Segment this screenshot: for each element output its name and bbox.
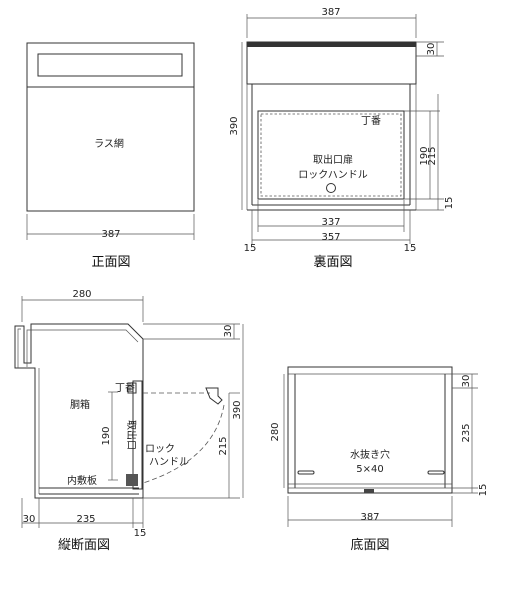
section-lid-inner (17, 328, 21, 368)
back-inner-w-dim: 337 (321, 217, 340, 228)
back-top-dim: 387 (321, 7, 340, 18)
section-width-dim: 235 (76, 514, 95, 525)
section-handle-label-2: ハンドル (149, 457, 189, 468)
section-top-inner (26, 329, 139, 367)
section-lock-handle-icon (126, 474, 138, 486)
bottom-width-dim: 387 (360, 512, 379, 523)
section-top-dim: 30 (223, 325, 234, 338)
section-height-dim: 390 (232, 400, 243, 419)
bottom-caption: 底面図 (350, 537, 389, 553)
mail-slot (37, 53, 183, 77)
section-handle-label-1: ロック (145, 443, 175, 455)
mesh-label: ラス網 (94, 137, 124, 150)
back-lid-edge (247, 42, 416, 47)
back-top-height-dim: 30 (426, 43, 437, 56)
back-door-inner (260, 113, 402, 197)
back-outer-w-dim: 357 (321, 232, 340, 243)
section-door-label: 取出口 (125, 420, 138, 450)
back-caption: 裏面図 (313, 255, 352, 270)
drain-hole-left-icon (297, 470, 315, 475)
back-door (257, 110, 405, 200)
back-side-right-dim: 15 (404, 243, 417, 254)
front-lid (26, 42, 195, 88)
back-door-label: 取出口扉 (313, 153, 353, 166)
back-height-dim: 390 (229, 116, 240, 135)
back-bottom-gap-dim: 15 (444, 197, 455, 210)
section-outline (14, 323, 144, 499)
drain-size: 5×40 (356, 464, 383, 475)
section-door-swing-arc (142, 404, 225, 484)
section-view: 280 胴箱 丁番 取出口 190 ロック ハンドル 内敷板 30 390 (14, 289, 244, 553)
section-bottom-board-label: 内敷板 (67, 474, 97, 487)
bottom-h235-dim: 235 (461, 423, 472, 442)
drain-label: 水抜き穴 (350, 448, 390, 461)
front-view: ラス網 387 正面図 (26, 42, 195, 270)
back-side-left-dim: 15 (244, 243, 257, 254)
drain-hole-right-icon (427, 470, 445, 475)
back-lid (246, 41, 417, 85)
bottom-view: 水抜き穴 5×40 280 30 235 15 387 底面図 (270, 366, 489, 553)
back-door-h2-dim: 215 (427, 146, 438, 165)
front-width-dim: 387 (101, 229, 120, 240)
section-door-h-dim: 190 (101, 426, 112, 445)
section-depth-dim: 280 (72, 289, 91, 300)
section-h215-dim: 215 (218, 436, 229, 455)
section-right-dim: 15 (134, 528, 147, 539)
section-open-door-handle-icon (205, 387, 223, 405)
section-body-label: 胴箱 (70, 398, 90, 411)
section-left-dim: 30 (23, 514, 36, 525)
bottom-top-dim: 30 (461, 375, 472, 388)
back-lock-handle-icon (326, 183, 336, 193)
section-hinge (127, 382, 137, 394)
section-door (132, 380, 143, 490)
section-hinge-label: 丁番 (115, 382, 135, 394)
section-caption: 縦断面図 (58, 538, 110, 553)
back-hinge-label: 丁番 (361, 115, 381, 127)
back-view: 387 丁番 取出口扉 ロックハンドル 30 190 215 15 390 (229, 7, 455, 270)
back-handle-label: ロックハンドル (298, 169, 368, 181)
front-body (26, 86, 195, 212)
back-door-h-dim: 190 (419, 146, 430, 165)
bottom-depth-dim: 280 (270, 422, 281, 441)
front-caption: 正面図 (91, 255, 130, 270)
bottom-handle-icon (364, 489, 374, 493)
bottom-bottom-dim: 15 (478, 484, 489, 497)
